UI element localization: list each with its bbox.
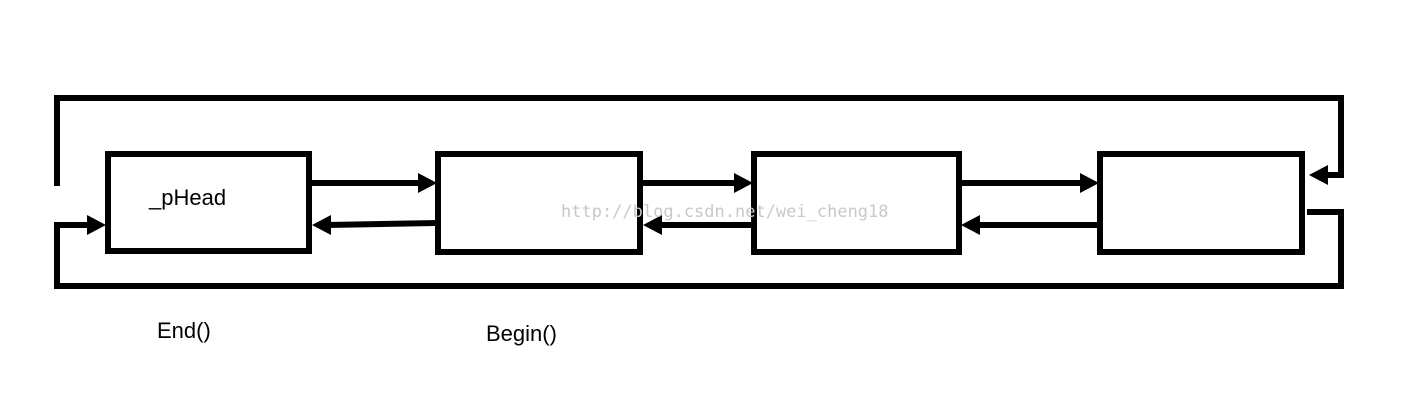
prev-arrow-2-1 xyxy=(326,219,439,229)
top-loop-wire xyxy=(54,95,1344,186)
next-arrowhead-1-2 xyxy=(418,173,437,193)
next-arrowhead-2-3 xyxy=(734,173,753,193)
list-node-3 xyxy=(751,151,962,255)
watermark-text: http://blog.csdn.net/wei_cheng18 xyxy=(561,202,889,222)
bottom-loop-wire xyxy=(54,209,1344,289)
list-node-1 xyxy=(105,151,312,254)
begin-label: Begin() xyxy=(486,321,557,346)
prev-arrowhead-4-3 xyxy=(961,215,980,235)
end-label: End() xyxy=(157,318,211,343)
list-node-2 xyxy=(435,151,643,255)
next-arrowhead-3-4 xyxy=(1080,173,1099,193)
bottom-loop-arrowhead xyxy=(87,215,106,235)
prev-arrowhead-3-2 xyxy=(643,215,662,235)
list-node-4 xyxy=(1097,151,1305,255)
top-loop-arrowhead xyxy=(1309,165,1328,185)
node-label-phead: _pHead xyxy=(148,185,226,210)
prev-arrowhead-2-1 xyxy=(312,215,331,235)
